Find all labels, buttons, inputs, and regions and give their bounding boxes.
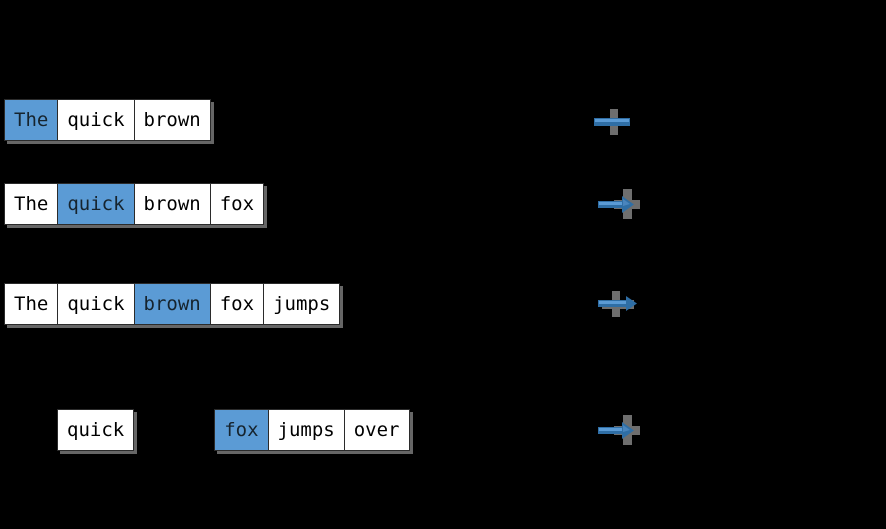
token-cell[interactable]: The	[4, 183, 58, 225]
token-group: The quick brown fox	[4, 183, 265, 225]
token-row-2: The quick brown fox	[4, 183, 265, 225]
token-group: The quick brown	[4, 99, 211, 141]
right-arrow-with-cross-icon	[596, 413, 644, 447]
token-cell[interactable]: quick	[57, 183, 134, 225]
token-cell[interactable]: fox	[214, 409, 268, 451]
token-cell[interactable]: fox	[209, 283, 264, 325]
token-cell[interactable]: quick	[57, 99, 134, 141]
token-row-4: quick fox jumps over	[57, 409, 410, 451]
token-cell[interactable]: brown	[133, 99, 211, 141]
token-cell[interactable]: quick	[57, 409, 135, 451]
token-cell[interactable]: fox	[209, 183, 265, 225]
token-cell[interactable]: over	[343, 409, 410, 451]
token-cell[interactable]: brown	[133, 283, 210, 325]
token-cell[interactable]: The	[4, 283, 58, 325]
token-row-3: The quick brown fox jumps	[4, 283, 341, 325]
token-cell[interactable]: The	[4, 99, 58, 141]
row-gap-spacer	[134, 409, 214, 451]
token-cell[interactable]: brown	[133, 183, 210, 225]
right-arrow-with-cross-icon	[592, 105, 640, 139]
token-group: The quick brown fox jumps	[4, 283, 341, 325]
token-cell[interactable]: jumps	[267, 409, 344, 451]
right-arrow-with-cross-icon	[596, 187, 644, 221]
token-row-1: The quick brown	[4, 99, 211, 141]
token-group: quick	[57, 409, 135, 451]
token-cell[interactable]: quick	[57, 283, 134, 325]
right-arrow-with-cross-icon	[596, 287, 644, 321]
token-group: fox jumps over	[214, 409, 410, 451]
token-cell[interactable]: jumps	[263, 283, 341, 325]
